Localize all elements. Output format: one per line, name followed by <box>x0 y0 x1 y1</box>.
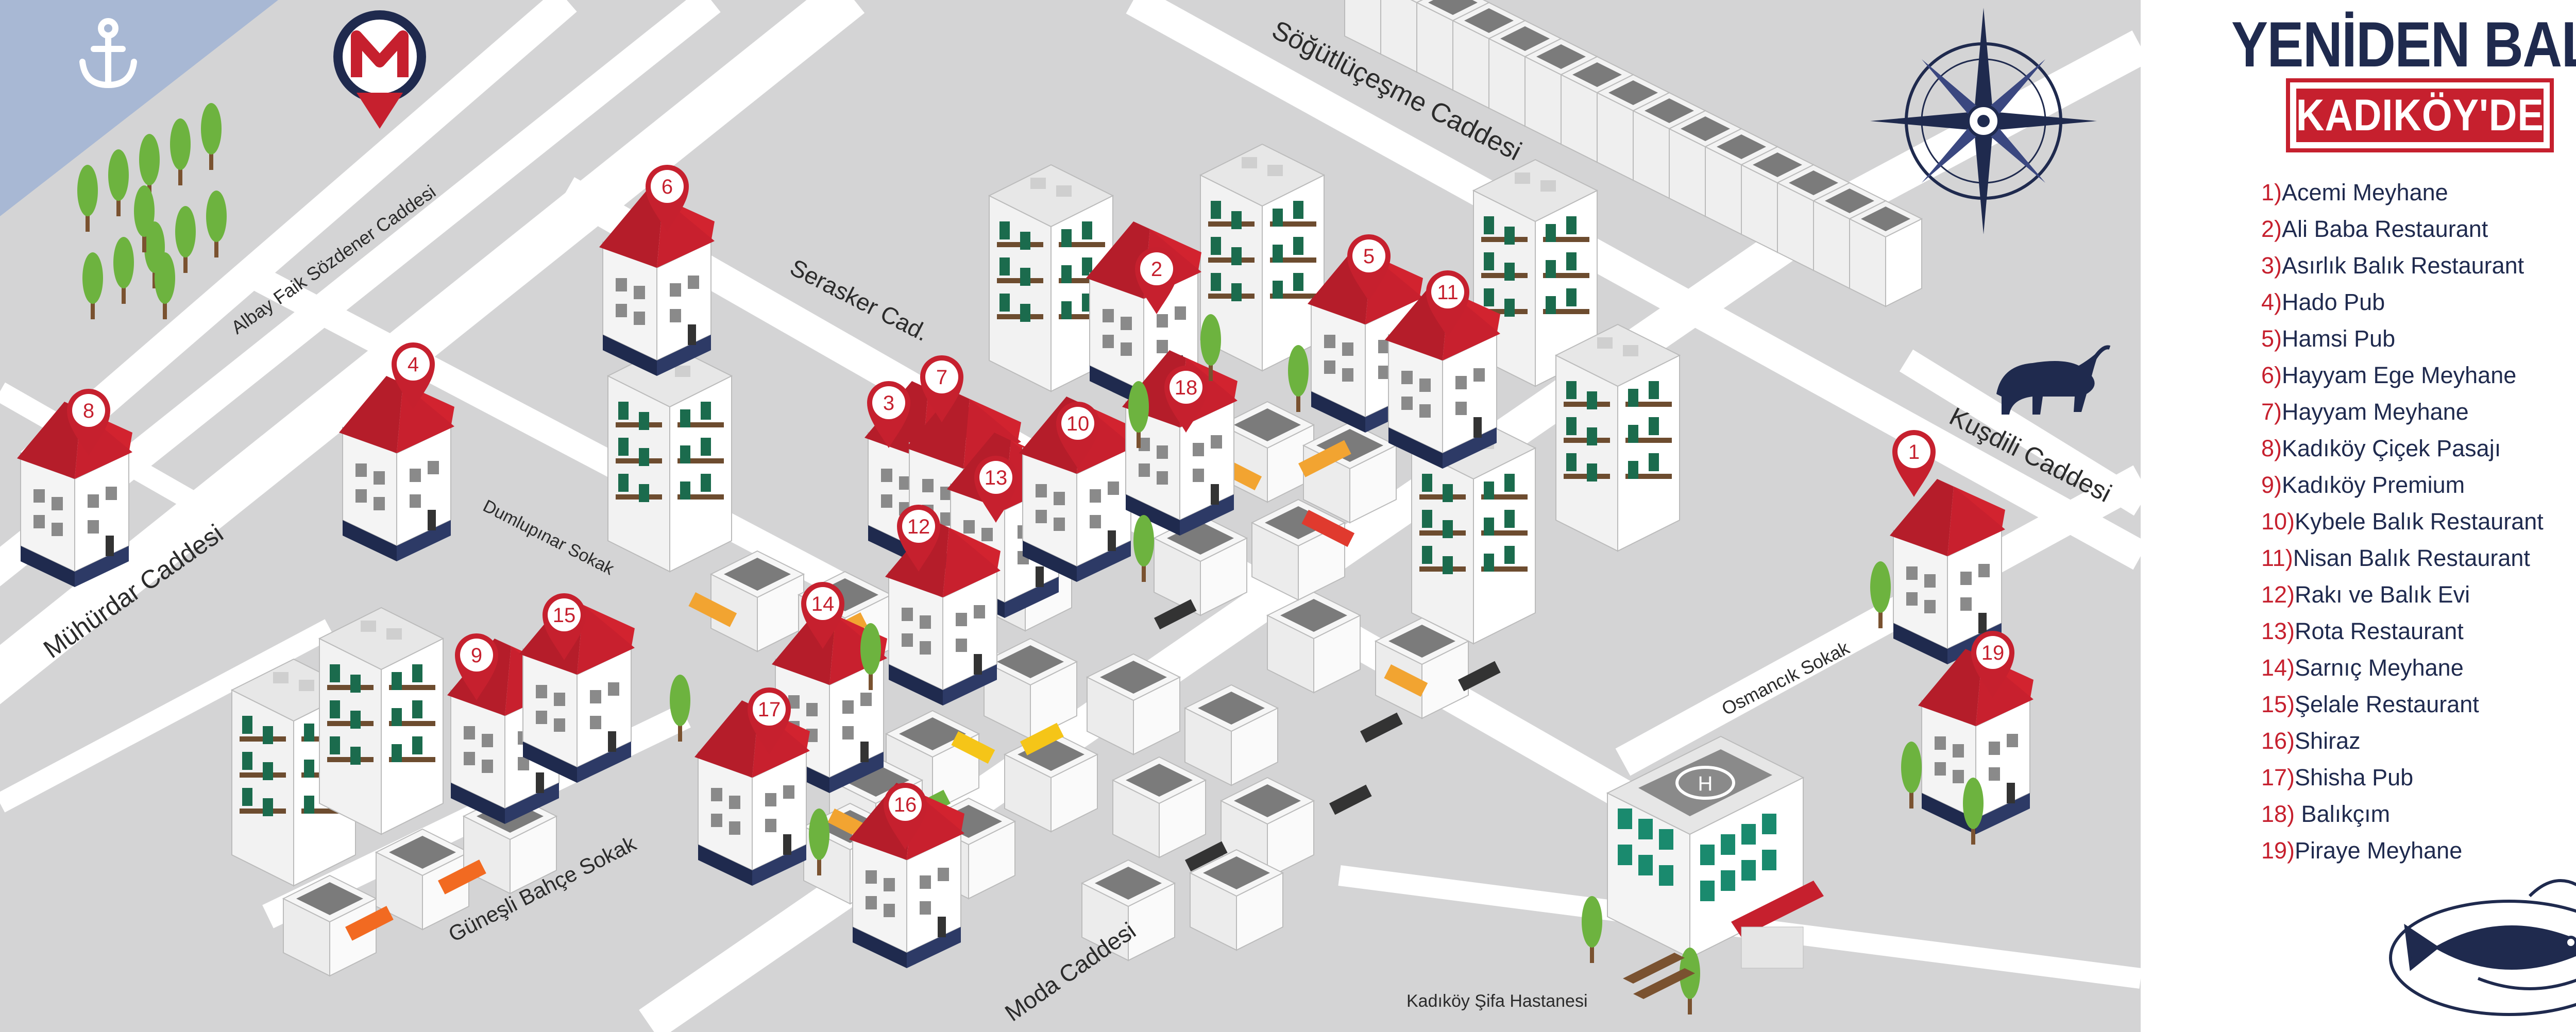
legend-item[interactable]: 3)Asırlık Balık Restaurant <box>2261 252 2524 279</box>
street-label-moda: Moda Caddesi <box>1000 917 1141 1026</box>
svg-text:18: 18 <box>1175 376 1198 399</box>
svg-text:9: 9 <box>471 644 482 667</box>
legend-panel: YENİDEN BALIK KADIKÖY'DE 1)Acemi Meyhane… <box>2141 0 2576 1032</box>
map-pin[interactable]: 1 <box>1892 430 1936 497</box>
map-pin[interactable]: 10 <box>1056 402 1099 469</box>
map-pin[interactable]: 5 <box>1347 234 1391 301</box>
svg-text:16: 16 <box>894 794 917 816</box>
legend-item[interactable]: 19)Piraye Meyhane <box>2261 837 2463 864</box>
map-panel: H 1 2 3 4 5 6 7 8 9 10 11 12 13 14 <box>0 0 2141 1032</box>
svg-text:11: 11 <box>1437 281 1459 304</box>
svg-text:4: 4 <box>408 353 419 376</box>
svg-text:13: 13 <box>985 467 1008 489</box>
legend-item[interactable]: 2)Ali Baba Restaurant <box>2261 216 2488 242</box>
street-label-osmancik: Osmancık Sokak <box>1718 637 1853 720</box>
street-label-dumlupinar: Dumlupınar Sokak <box>480 496 617 579</box>
hospital-label: Kadıköy Şifa Hastanesi <box>1406 991 1588 1011</box>
legend-item[interactable]: 5)Hamsi Pub <box>2261 325 2396 352</box>
brand-subtitle: KADIKÖY'DE <box>2296 90 2544 140</box>
map-pin[interactable]: 14 <box>801 582 844 649</box>
legend-item[interactable]: 12)Rakı ve Balık Evi <box>2261 581 2470 608</box>
bench <box>1623 953 1695 999</box>
svg-text:6: 6 <box>662 176 673 198</box>
svg-text:17: 17 <box>758 698 781 721</box>
legend-item[interactable]: 4)Hado Pub <box>2261 289 2385 315</box>
metro-icon <box>333 10 426 129</box>
brand-subtitle-box: KADIKÖY'DE <box>2286 78 2554 152</box>
map-pin[interactable]: 13 <box>974 456 1018 523</box>
map-pin[interactable]: 4 <box>392 342 435 409</box>
legend-item[interactable]: 9)Kadıköy Premium <box>2261 472 2465 498</box>
bull-statue-icon <box>1994 345 2111 415</box>
legend-item[interactable]: 10)Kybele Balık Restaurant <box>2261 508 2544 535</box>
svg-text:14: 14 <box>811 593 835 615</box>
svg-text:15: 15 <box>553 604 576 627</box>
map-pin[interactable]: 15 <box>543 593 586 660</box>
svg-text:3: 3 <box>883 392 894 415</box>
map-pin[interactable]: 3 <box>867 381 910 448</box>
legend-item[interactable]: 7)Hayyam Meyhane <box>2261 399 2469 425</box>
svg-text:5: 5 <box>1363 245 1375 268</box>
svg-text:H: H <box>1698 772 1713 795</box>
map-pin[interactable]: 18 <box>1164 366 1208 433</box>
svg-text:19: 19 <box>1981 642 2005 664</box>
fish-illustration <box>2389 879 2576 1016</box>
sea-area <box>0 0 278 216</box>
legend-item[interactable]: 1)Acemi Meyhane <box>2261 179 2448 205</box>
svg-text:1: 1 <box>1908 441 1920 463</box>
map-pin[interactable]: 19 <box>1971 631 2014 698</box>
legend-item[interactable]: 8)Kadıköy Çiçek Pasajı <box>2261 435 2501 461</box>
map-pin[interactable]: 16 <box>884 783 927 850</box>
legend-item[interactable]: 18) Balıkçım <box>2261 801 2391 827</box>
legend-item[interactable]: 16)Shiraz <box>2261 728 2361 754</box>
map-pin[interactable]: 6 <box>646 165 689 232</box>
hospital-building: H <box>1606 735 1824 969</box>
compass-rose-icon <box>1870 8 2097 234</box>
anchor-icon <box>79 18 137 89</box>
map-pin[interactable]: 8 <box>67 389 110 456</box>
map-pin[interactable]: 17 <box>748 687 791 754</box>
svg-text:7: 7 <box>936 366 947 389</box>
map-pin[interactable]: 11 <box>1426 270 1469 337</box>
legend-item[interactable]: 17)Shisha Pub <box>2261 764 2414 790</box>
map-pin[interactable]: 7 <box>920 355 963 422</box>
svg-text:10: 10 <box>1066 412 1090 435</box>
legend-item[interactable]: 13)Rota Restaurant <box>2261 618 2464 644</box>
legend-item[interactable]: 6)Hayyam Ege Meyhane <box>2261 362 2517 388</box>
brand-title: YENİDEN BALIK <box>2231 9 2576 80</box>
location-pins: 1 2 3 4 5 6 7 8 9 10 11 12 13 14 15 16 1… <box>67 165 2014 850</box>
legend-item[interactable]: 15)Şelale Restaurant <box>2261 691 2479 717</box>
legend-item[interactable]: 14)Sarnıç Meyhane <box>2261 655 2464 681</box>
legend-item[interactable]: 11)Nisan Balık Restaurant <box>2261 545 2530 571</box>
svg-text:12: 12 <box>907 515 930 538</box>
svg-text:2: 2 <box>1151 258 1162 281</box>
restaurant-legend-list: 1)Acemi Meyhane 2)Ali Baba Restaurant 3)… <box>2261 174 2544 869</box>
svg-text:8: 8 <box>83 400 94 422</box>
map-pin[interactable]: 9 <box>455 633 498 700</box>
map-pin[interactable]: 2 <box>1135 247 1178 314</box>
map-pin[interactable]: 12 <box>897 505 940 572</box>
